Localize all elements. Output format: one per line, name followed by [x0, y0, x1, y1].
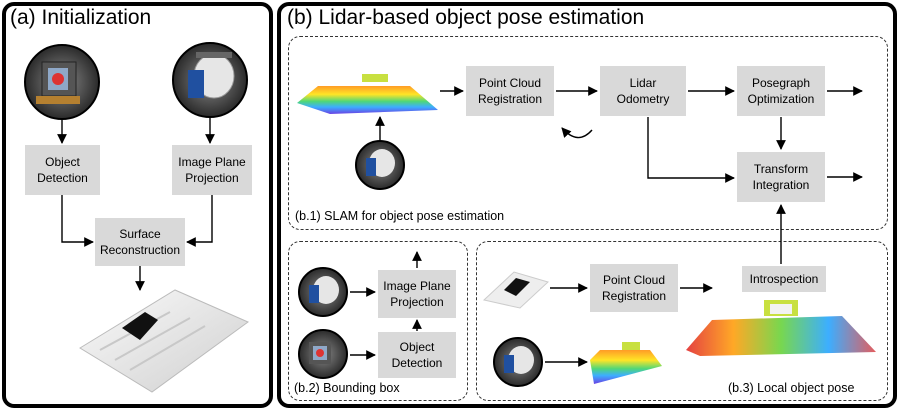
b2-image-plane-projection-box: Image Plane Projection — [378, 270, 456, 318]
panel-initialization — [2, 2, 273, 408]
b1-lidar-odometry-box: Lidar Odometry — [600, 66, 686, 116]
b1-transform-integration-box: Transform Integration — [737, 152, 825, 202]
panel-a-title: (a) Initialization — [10, 6, 152, 29]
b2-caption: (b.2) Bounding box — [294, 381, 400, 395]
b1-posegraph-optimization-box: Posegraph Optimization — [737, 66, 825, 116]
b3-region — [476, 241, 888, 401]
b2-object-detection-box: Object Detection — [378, 332, 456, 378]
a-object-detection-box: Object Detection — [25, 145, 100, 195]
a-image-plane-projection-box: Image Plane Projection — [172, 145, 252, 195]
b1-region — [288, 36, 888, 230]
panel-b-title: (b) Lidar-based object pose estimation — [287, 6, 645, 29]
a-surface-reconstruction-box: Surface Reconstruction — [95, 218, 185, 266]
b2-region — [288, 241, 468, 401]
b3-caption: (b.3) Local object pose — [728, 381, 855, 395]
b1-caption: (b.1) SLAM for object pose estimation — [295, 209, 505, 223]
b3-introspection-box: Introspection — [742, 266, 826, 292]
b3-point-cloud-registration-box: Point Cloud Registration — [590, 264, 678, 312]
b1-point-cloud-registration-box: Point Cloud Registration — [466, 66, 554, 116]
